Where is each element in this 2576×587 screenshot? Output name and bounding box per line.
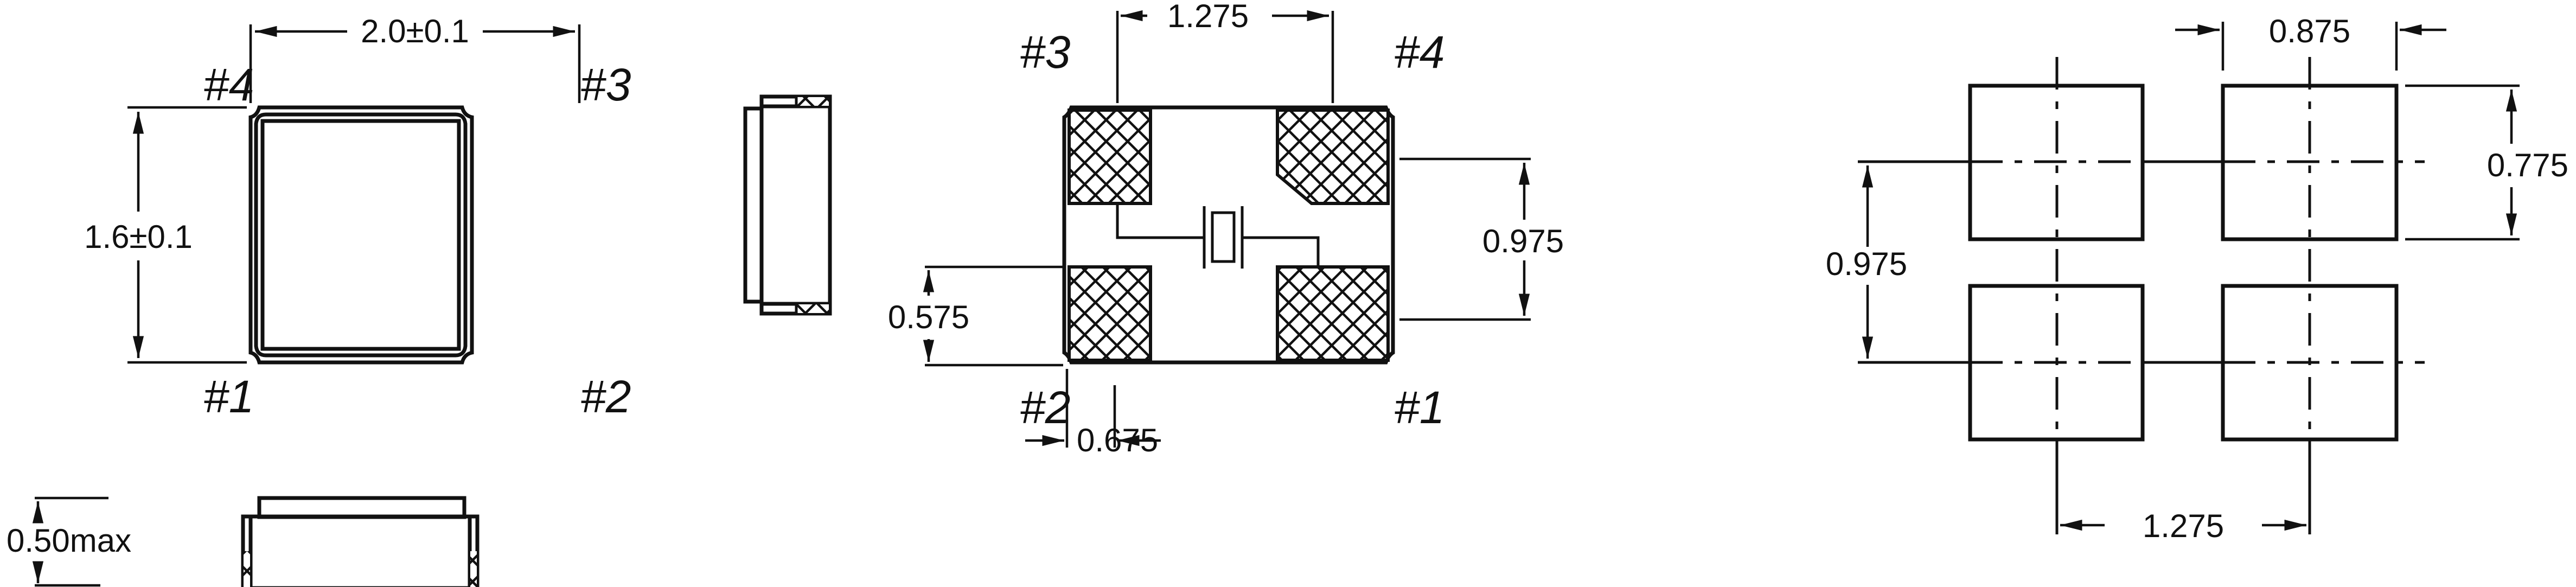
pad-height-dimension: 0.575	[888, 299, 969, 335]
land-pattern: 0.875 0.775 0.975 1.275	[1826, 13, 2568, 544]
body-profile	[241, 514, 480, 587]
land-pitch-y-dimension: 0.975	[1826, 246, 1907, 282]
width-dimension: 2.0±0.1	[361, 13, 469, 49]
land-pad-width-dimension: 0.875	[2269, 13, 2350, 49]
pad-1	[1276, 265, 1390, 362]
pin-3-label: #3	[580, 59, 631, 110]
top-view: 2.0±0.1 1.6±0.1 #4 #3 #1 #2	[84, 13, 631, 422]
height-dimension: 1.6±0.1	[84, 219, 193, 255]
terminal-hatch	[796, 304, 829, 313]
side-view-right	[743, 94, 832, 316]
pin-2-label: #2	[580, 371, 631, 422]
land-pitch-x-dimension: 1.275	[2143, 508, 2224, 544]
terminal-hatch	[470, 551, 477, 587]
side-view-bottom: 0.50max	[7, 496, 480, 587]
pin-1-label: #1	[1394, 382, 1444, 433]
pad-pitch-y-dimension: 0.975	[1482, 223, 1564, 259]
body-profile	[759, 94, 832, 316]
pin-4-label: #4	[203, 59, 254, 110]
bottom-view: 1.275 0.975 0.575 0.675 #3 #4 #2 #1	[888, 0, 1564, 458]
pad-4	[1276, 109, 1390, 205]
pad-3	[1068, 109, 1152, 205]
pin-2-label: #2	[1020, 382, 1070, 433]
pad-width-dimension: 0.675	[1077, 422, 1158, 458]
lid-profile	[743, 106, 764, 304]
package-outline	[248, 105, 474, 365]
thickness-dimension: 0.50max	[7, 522, 131, 559]
land-pad-height-dimension: 0.775	[2487, 147, 2568, 183]
lid-profile	[257, 496, 466, 519]
terminal-hatch	[244, 551, 250, 587]
terminal-hatch	[796, 97, 829, 106]
pad-2	[1068, 265, 1152, 362]
pin-4-label: #4	[1394, 27, 1444, 78]
package-outline	[1062, 105, 1395, 365]
crystal-symbol-icon	[1116, 203, 1320, 269]
pin-1-label: #1	[203, 371, 254, 422]
pad-pitch-x-dimension: 1.275	[1167, 0, 1249, 34]
lid	[260, 119, 461, 351]
pin-3-label: #3	[1020, 27, 1070, 78]
seal-ring-outer	[254, 112, 468, 358]
